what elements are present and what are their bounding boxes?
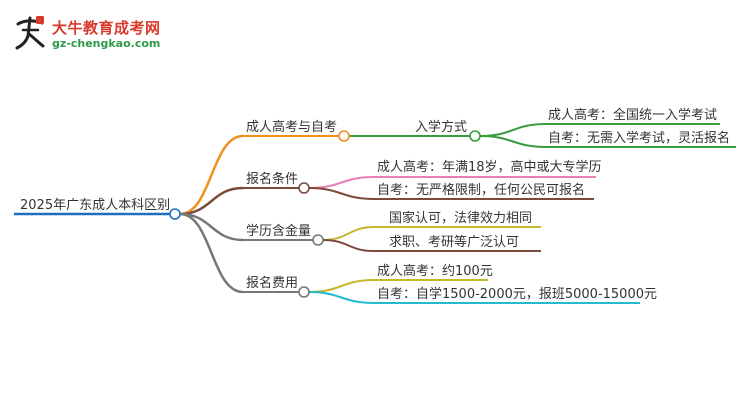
leaf-label-adult-exam-fee: 成人高考：约100元 [377,264,493,279]
ox-calligraphy-logo-icon [15,16,45,50]
branch-node-admission [338,130,350,142]
subbranch-label-admission-method: 入学方式 [415,120,468,135]
branch-connector-requirements [179,186,244,216]
leaf-connector-adult-exam-fee [308,279,375,293]
leaf-label-self-study-admission: 自考：无需入学考试，灵活报名 [548,131,731,146]
leaf-connector-wide-recognition [322,239,375,252]
site-url: gz-chengkao.com [52,37,161,50]
branch-node-requirements [298,182,310,194]
root-node [169,208,181,220]
leaf-label-self-study-requirements: 自考：无严格限制，任何公民可报名 [377,183,586,198]
leaf-connector-adult-exam-requirements [308,176,375,189]
branch-node-fees [298,286,310,298]
branch-node-degree-value [312,234,324,246]
leaf-connector-adult-exam-admission [479,123,547,137]
leaf-label-wide-recognition: 求职、考研等广泛认可 [389,235,520,250]
leaf-connector-self-study-admission [479,135,547,148]
leaf-connector-self-study-fee [308,291,375,304]
branch-connector-fees [179,212,244,294]
branch-connector-degree-value [179,212,244,242]
subbranch-node-admission-method [469,130,481,142]
branch-label-fees: 报名费用 [246,276,299,291]
branch-connector-admission [179,134,244,216]
branch-label-requirements: 报名条件 [246,172,299,187]
leaf-connector-legal-equivalence [322,226,375,241]
leaf-label-adult-exam-requirements: 成人高考：年满18岁，高中或大专学历 [377,160,602,175]
branch-label-degree-value: 学历含金量 [246,224,312,239]
mindmap-root-label: 2025年广东成人本科区别 [20,198,171,213]
branch-label-admission: 成人高考与自考 [246,120,338,135]
leaf-label-self-study-fee: 自考：自学1500-2000元，报班5000-15000元 [377,287,657,302]
leaf-connector-self-study-requirements [308,187,375,200]
leaf-label-adult-exam-admission: 成人高考：全国统一入学考试 [548,108,718,123]
leaf-label-legal-equivalence: 国家认可，法律效力相同 [389,211,533,226]
site-logo[interactable]: 大牛教育成考网 gz-chengkao.com [14,14,164,54]
site-name: 大牛教育成考网 [52,19,161,37]
